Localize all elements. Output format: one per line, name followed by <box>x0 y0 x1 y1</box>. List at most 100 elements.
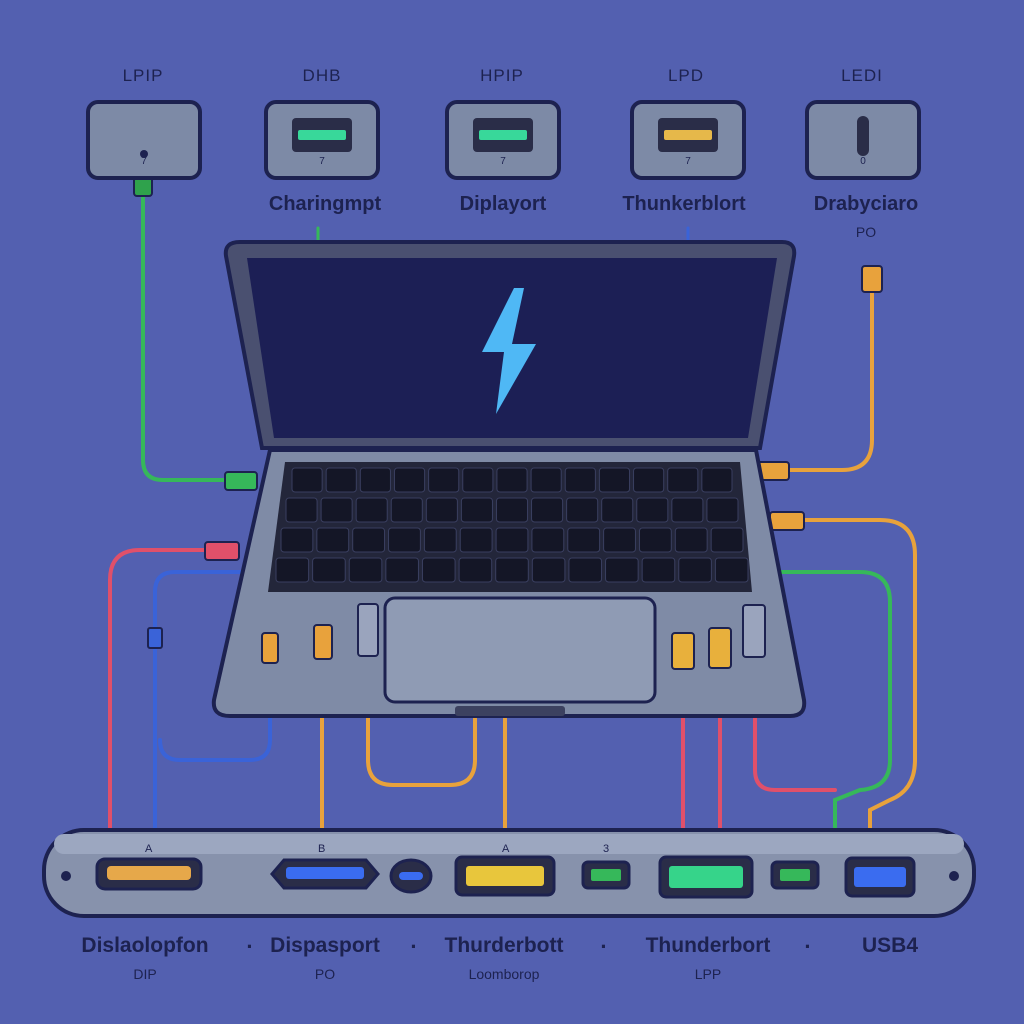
cable-blue-left <box>153 570 242 832</box>
top-port-mark: 7 <box>141 156 147 167</box>
key <box>393 467 426 493</box>
cable-plug-orange-right <box>769 511 805 531</box>
key <box>706 497 739 523</box>
top-port-label-5: LEDI <box>841 66 883 85</box>
dock-port-hdmi-inner <box>107 866 191 880</box>
key <box>568 557 603 583</box>
key <box>320 497 353 523</box>
key <box>603 527 636 553</box>
cable-plug-red-laptop <box>204 541 240 561</box>
key <box>671 497 704 523</box>
dock: A B A 3 <box>42 828 976 918</box>
key <box>462 467 494 493</box>
top-port-2: 7 <box>264 100 380 180</box>
bottom-label-5: USB4 <box>861 934 919 957</box>
top-port-body <box>86 100 202 180</box>
top-port-mark: 0 <box>860 156 866 167</box>
bottom-label-3: Thurderbott <box>444 934 564 957</box>
key <box>674 527 708 553</box>
key <box>359 467 391 493</box>
dock-screw-right <box>949 871 959 881</box>
cables <box>108 171 917 832</box>
dock-port-small1-inner <box>591 869 621 881</box>
dock-mark-4: 3 <box>603 843 609 855</box>
laptop-front-notch <box>455 706 565 716</box>
cable-green-left <box>141 176 237 482</box>
key <box>641 557 676 583</box>
trackpad <box>383 596 657 704</box>
key <box>280 527 314 553</box>
top-port-mark: 7 <box>500 156 506 167</box>
key <box>312 557 346 583</box>
key <box>388 527 421 553</box>
key <box>701 467 733 493</box>
dock-port-displayport-inner <box>286 867 364 879</box>
port-slot-contact <box>298 130 346 140</box>
top-port-mark: 7 <box>685 156 691 167</box>
cable-plug-blue-left <box>147 627 163 649</box>
top-port-3: 7 <box>445 100 561 180</box>
plug-front-2 <box>313 624 333 660</box>
mid-label-1: Charingmpt <box>268 193 382 215</box>
top-ports: 7 7 7 7 0 <box>86 100 921 180</box>
key <box>496 467 528 493</box>
bottom-sub-1: DIP <box>133 966 157 982</box>
top-port-label-4: LPD <box>667 66 705 85</box>
key <box>495 557 529 583</box>
dock-port-thunderbolt-inner <box>466 866 544 886</box>
key <box>425 497 458 523</box>
key <box>636 497 669 523</box>
plug-front-3 <box>357 603 379 657</box>
plug-front-6 <box>742 604 766 658</box>
key <box>291 467 323 493</box>
key <box>285 497 318 523</box>
dock-mark-3: A <box>502 843 510 855</box>
key <box>598 467 631 493</box>
cable-orange-front2 <box>366 648 477 787</box>
front-plugs <box>261 603 766 670</box>
cable-red-loop <box>753 653 837 792</box>
key <box>601 497 634 523</box>
key <box>352 527 386 553</box>
key <box>566 497 599 523</box>
key <box>355 497 388 523</box>
separator-3: · <box>600 934 608 959</box>
dock-mark-1: A <box>145 843 153 855</box>
top-port-4: 7 <box>630 100 746 180</box>
mid-label-3: Thunkerblort <box>622 193 746 215</box>
key <box>667 467 699 493</box>
separator-4: · <box>804 934 812 959</box>
key <box>325 467 357 493</box>
dock-screw-left <box>61 871 71 881</box>
cable-red-left <box>108 548 217 832</box>
top-port-label-1: LPIP <box>122 66 164 85</box>
key <box>638 527 672 553</box>
key <box>348 557 383 583</box>
key <box>531 527 565 553</box>
plug-front-4 <box>671 632 695 670</box>
key <box>531 497 564 523</box>
port-pill <box>857 116 869 156</box>
key <box>421 557 456 583</box>
key <box>564 467 596 493</box>
cable-green-right <box>778 570 892 832</box>
key <box>567 527 601 553</box>
mid-label-2: Diplayort <box>459 193 547 215</box>
key <box>495 497 529 523</box>
laptop <box>211 240 807 718</box>
key <box>633 467 665 493</box>
bottom-label-1: Dislaolopfon <box>81 934 209 957</box>
dock-mark-2: B <box>318 843 325 855</box>
key <box>714 557 749 583</box>
key <box>385 557 419 583</box>
port-slot-contact <box>664 130 712 140</box>
dock-port-thunderbolt2-inner <box>669 866 743 888</box>
keyboard-keys <box>275 467 749 583</box>
key <box>428 467 460 493</box>
top-port-label-2: DHB <box>302 66 342 85</box>
cable-plug-orange-top <box>861 265 883 293</box>
mid-sub-label: PO <box>855 224 877 240</box>
key <box>390 497 423 523</box>
key <box>678 557 712 583</box>
